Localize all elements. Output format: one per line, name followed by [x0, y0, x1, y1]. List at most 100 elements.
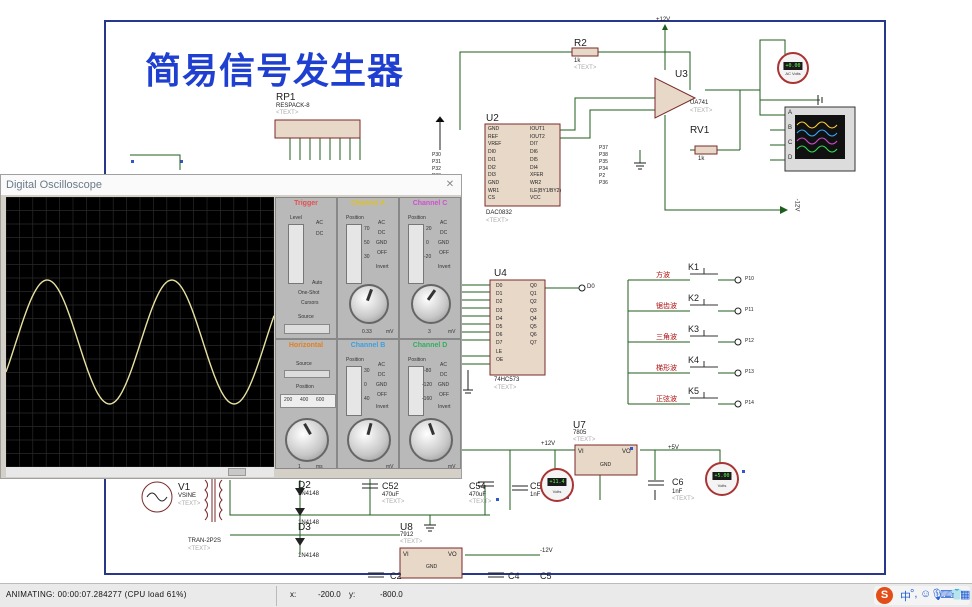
u2-pin-left-6: DI3 [488, 172, 496, 179]
ime-item-0[interactable]: 中 [900, 591, 911, 603]
channel-b-off[interactable]: OFF [377, 392, 387, 398]
channel-c-ac[interactable]: AC [440, 220, 447, 226]
u3-ref: U3 [675, 69, 688, 80]
dc-voltmeter-5v[interactable]: +5.00 Volts [705, 462, 739, 496]
channel-a-off[interactable]: OFF [377, 250, 387, 256]
horizontal-position-slider[interactable] [280, 394, 336, 408]
oscilloscope-window[interactable]: Digital Oscilloscope ✕ Trigger Level AC … [0, 174, 462, 479]
u4-pin-right-1: Q1 [530, 291, 537, 298]
channel-d-off[interactable]: OFF [439, 392, 449, 398]
channel-c-dc[interactable]: DC [440, 230, 448, 236]
u4-pin-left-9: OE [496, 356, 504, 363]
channel-a-knob-unit: mV [386, 329, 394, 335]
oscilloscope-scrollbar[interactable] [6, 467, 274, 477]
rail-p12-u7: +12V [541, 441, 556, 447]
dc-voltmeter-12v[interactable]: +11.4 Volts [540, 468, 574, 502]
trigger-level-slider[interactable] [288, 224, 304, 284]
channel-c-gnd[interactable]: GND [438, 240, 450, 246]
ime-toolbar[interactable]: S 中°,☺🎙⌨👕▦ [874, 586, 970, 605]
close-icon[interactable]: ✕ [445, 179, 455, 190]
channel-b-invert[interactable]: Invert [376, 404, 389, 410]
u2-pin-right-8: ILE(BY1/BY2) [530, 187, 562, 194]
channel-d-position-slider[interactable] [408, 366, 424, 416]
channel-a-position-slider[interactable] [346, 224, 362, 284]
status-bar: ANIMATING: 00:00:07.284277 (CPU load 61%… [0, 583, 972, 607]
ime-item-5[interactable]: 👕 [950, 589, 964, 601]
trigger-ac[interactable]: AC [316, 220, 323, 226]
channel-b-gain-knob[interactable] [347, 418, 391, 462]
dc-voltmeter-12v-unit: Volts [552, 488, 562, 494]
u4-pin-left-2: D2 [496, 299, 503, 306]
ime-item-1[interactable]: °, [910, 588, 918, 600]
button-ref-k1[interactable]: K1 [688, 262, 700, 272]
scrollbar-thumb[interactable] [228, 468, 246, 476]
trigger-title: Trigger [294, 200, 318, 207]
button-ref-k3[interactable]: K3 [688, 324, 700, 334]
scope-terminal-a: A [788, 110, 793, 116]
ime-item-3[interactable]: 🎙 [930, 589, 944, 601]
ime-item-6[interactable]: ▦ [960, 589, 971, 601]
ac-voltmeter[interactable]: +0.00 AC Volts [777, 52, 809, 84]
horizontal-knob-pointer [303, 423, 312, 435]
u2-part: DAC0832 [486, 210, 513, 216]
channel-c-scale-1: 20 [426, 226, 432, 232]
horizontal-timebase-knob[interactable] [285, 418, 329, 462]
channel-d-gain-knob[interactable] [409, 418, 453, 462]
u4-text: <TEXT> [494, 385, 517, 391]
channel-b-ac[interactable]: AC [378, 362, 385, 368]
horizontal-source-selector[interactable] [284, 370, 330, 378]
channel-b-dc[interactable]: DC [378, 372, 386, 378]
channel-d-scale-3: -160 [422, 396, 433, 402]
channel-c-title: Channel C [412, 200, 448, 207]
horizontal-position-2: 400 [300, 397, 309, 403]
c6-value: 1nF [672, 489, 683, 495]
trigger-dc[interactable]: DC [316, 231, 324, 237]
u4-pin-left-3: D3 [496, 307, 503, 314]
c6-text: <TEXT> [672, 496, 695, 502]
u2-pin-right-7: WR2 [530, 179, 542, 186]
rp1-text: <TEXT> [276, 110, 299, 116]
channel-c-off[interactable]: OFF [439, 250, 449, 256]
u2-pin-right-1: IOUT2 [530, 133, 545, 140]
u2-pin-left-8: WR1 [488, 187, 500, 194]
channel-a-gain-knob[interactable] [349, 284, 389, 324]
channel-b-position-slider[interactable] [346, 366, 362, 416]
channel-a-scale-2: 50 [364, 240, 370, 246]
sogou-logo-icon[interactable]: S [876, 587, 893, 604]
channel-b-gnd[interactable]: GND [376, 382, 388, 388]
u2-port-left-2: P32 [432, 166, 441, 172]
ime-item-4[interactable]: ⌨ [940, 589, 956, 601]
ime-item-2[interactable]: ☺ [920, 588, 932, 600]
channel-a-invert[interactable]: Invert [376, 264, 389, 270]
channel-a-scale-1: 70 [364, 226, 370, 232]
channel-c-gain-knob[interactable] [411, 284, 451, 324]
u2-port-right-0: P37 [599, 145, 608, 151]
channel-d-ac[interactable]: AC [440, 362, 447, 368]
channel-d-gnd[interactable]: GND [438, 382, 450, 388]
trigger-source-selector[interactable] [284, 324, 330, 334]
diode-d3-part: 1N4148 [298, 520, 320, 526]
channel-a-gnd[interactable]: GND [376, 240, 388, 246]
trigger-one-shot[interactable]: One-Shot [298, 290, 320, 296]
u4-pin-left-0: D0 [496, 283, 503, 289]
u2-pin-left-4: DI1 [488, 156, 496, 163]
button-ref-k5[interactable]: K5 [688, 386, 700, 396]
channel-c-position-slider[interactable] [408, 224, 424, 284]
channel-a-ac[interactable]: AC [378, 220, 385, 226]
oscilloscope-titlebar[interactable]: Digital Oscilloscope ✕ [1, 175, 461, 195]
channel-d-knob-pointer [428, 422, 435, 436]
c5-value: 1nF [530, 492, 541, 498]
diode-d4-part: 1N4148 [298, 553, 320, 559]
channel-d-dc[interactable]: DC [440, 372, 448, 378]
button-ref-k4[interactable]: K4 [688, 355, 700, 365]
channel-d-invert[interactable]: Invert [438, 404, 451, 410]
channel-b-knob-pointer [366, 422, 373, 436]
u4-pin-left-6: D6 [496, 332, 503, 339]
oscilloscope-graph [5, 196, 275, 468]
channel-c-invert[interactable]: Invert [438, 264, 451, 270]
button-ref-k2[interactable]: K2 [688, 293, 700, 303]
trigger-auto[interactable]: Auto [312, 280, 323, 286]
trigger-cursors[interactable]: Cursors [301, 300, 319, 306]
channel-a-dc[interactable]: DC [378, 230, 386, 236]
